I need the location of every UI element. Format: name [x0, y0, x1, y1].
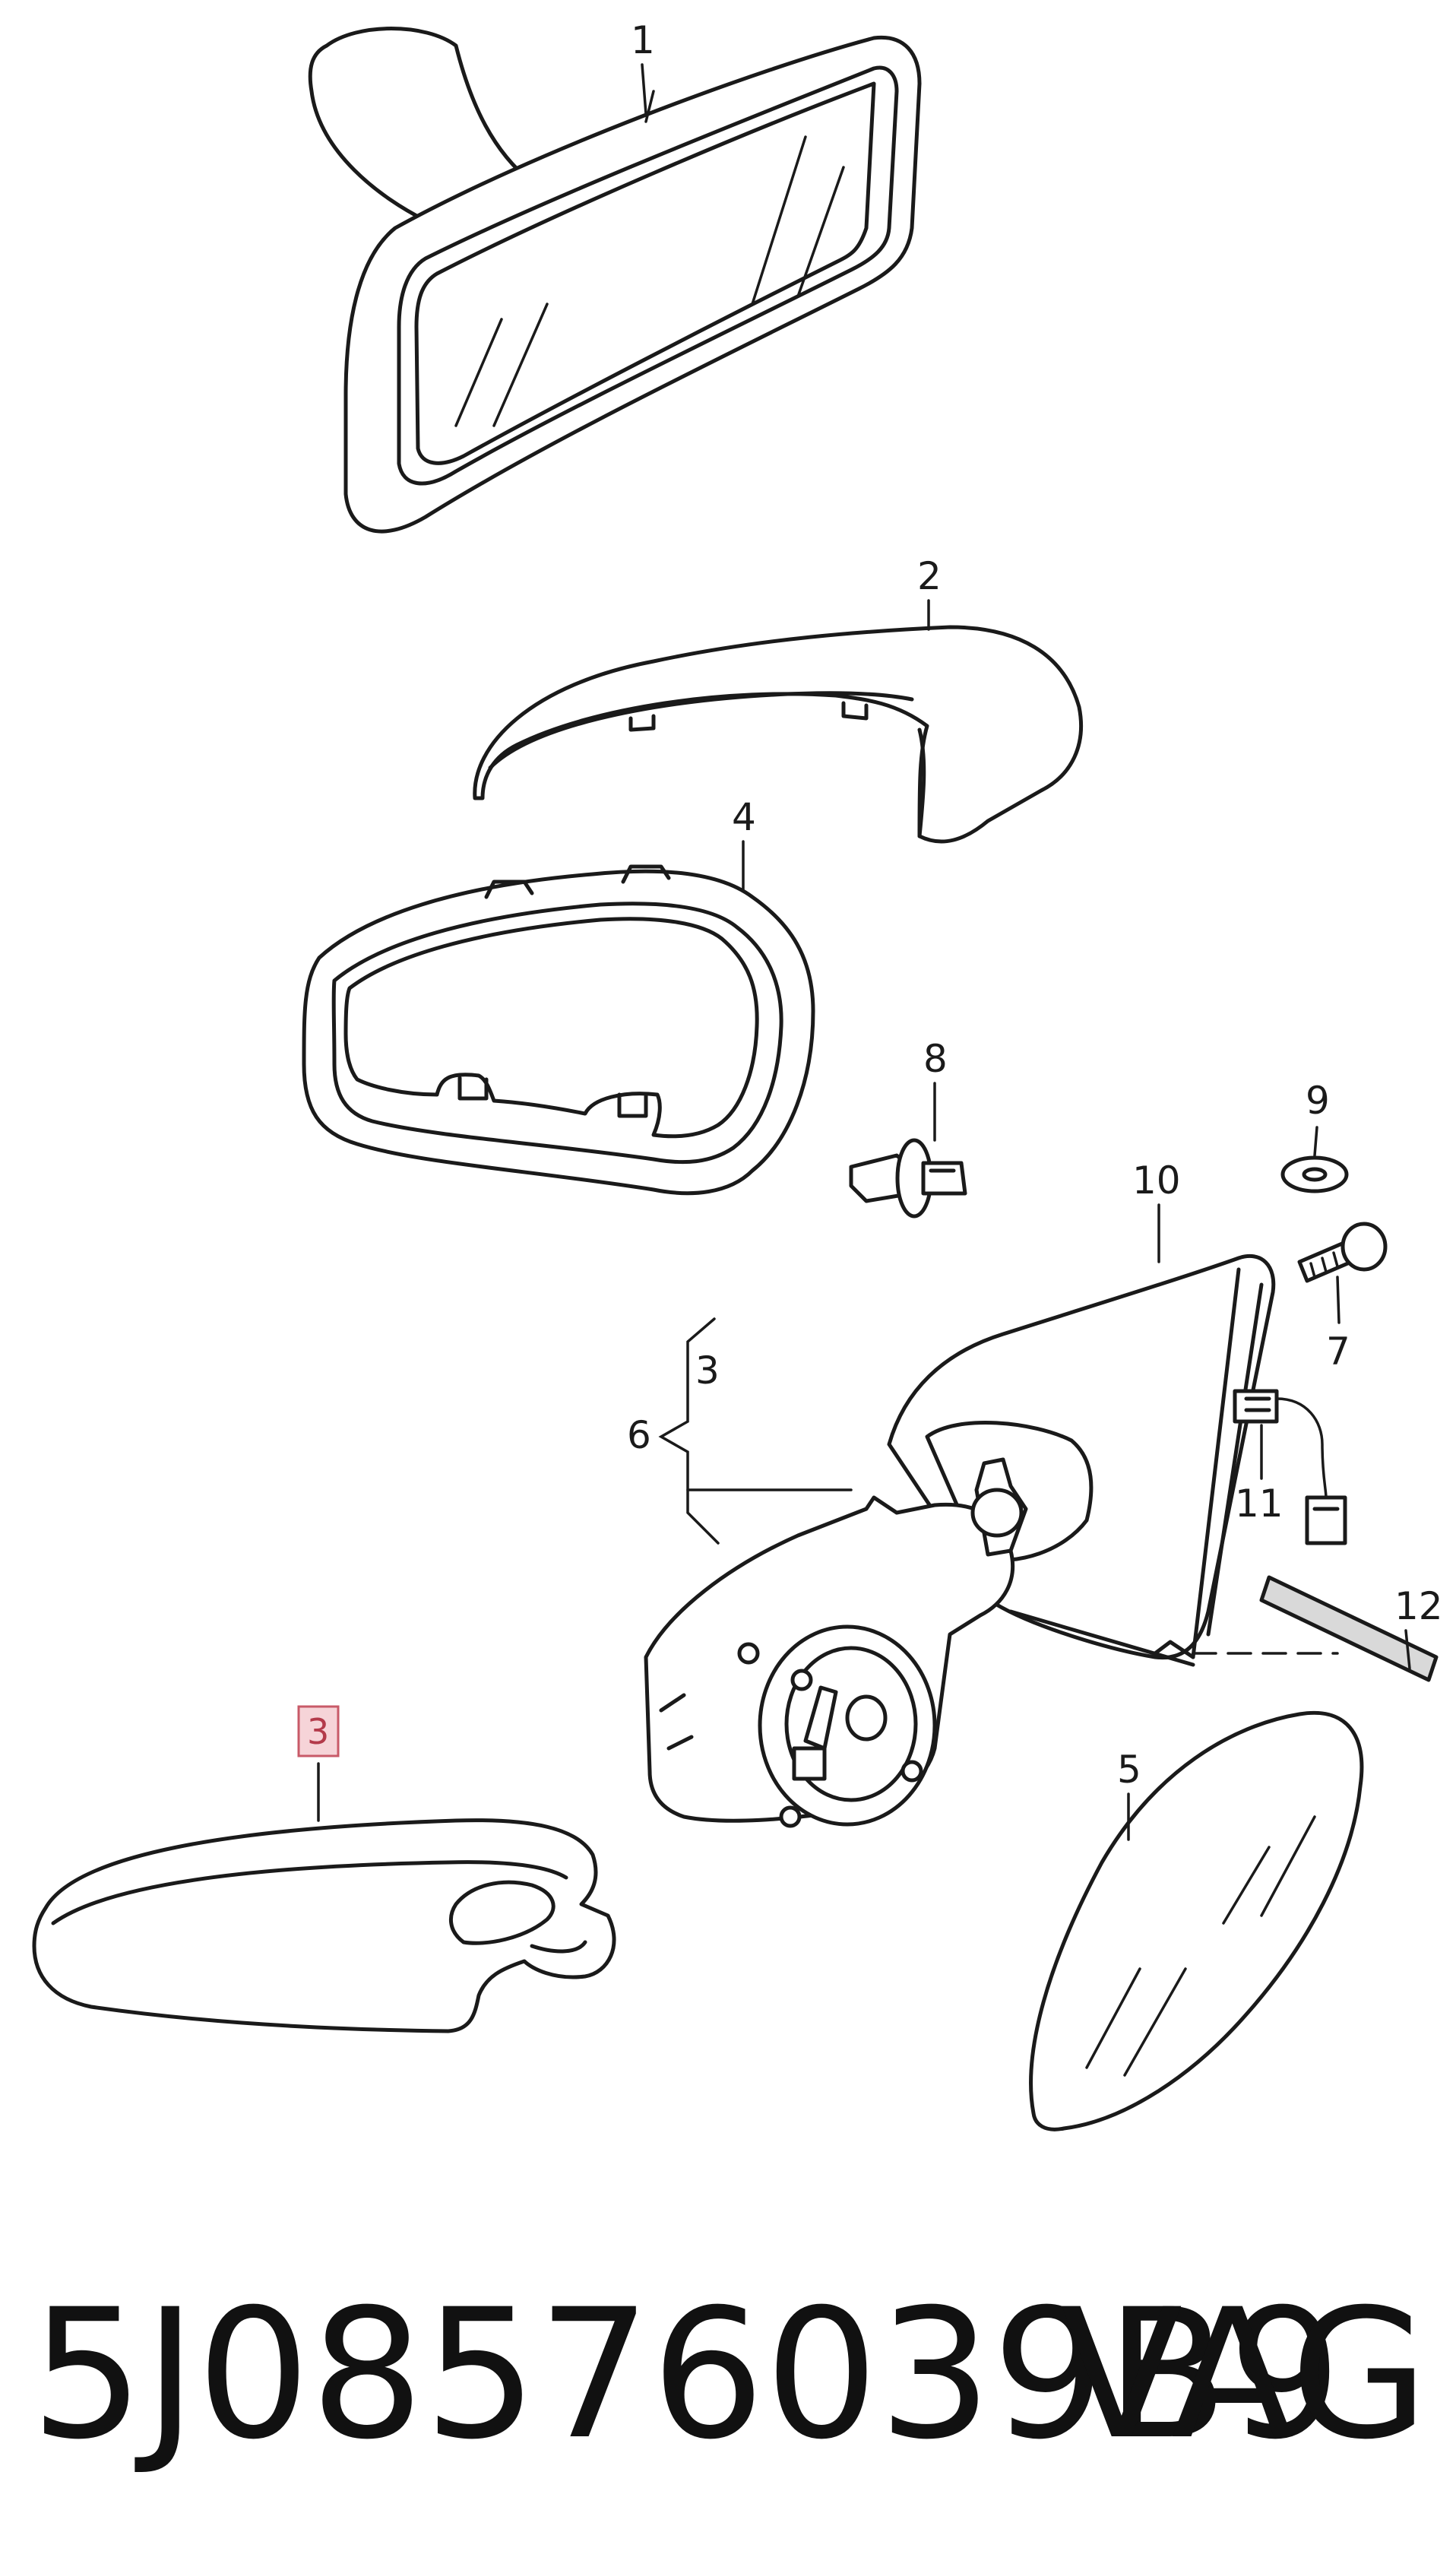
part-number: 5J08576039B9: [30, 2271, 1342, 2479]
part-8-clip: [849, 1138, 967, 1219]
callout-1: 1: [631, 18, 655, 62]
callout-10: 10: [1132, 1158, 1181, 1203]
callout-11: 11: [1235, 1482, 1283, 1526]
leader-1: [641, 63, 647, 116]
callout-9: 9: [1306, 1079, 1330, 1123]
callout-3a: 3: [695, 1349, 720, 1393]
part-2-mirror-cap: [473, 625, 1084, 844]
highlighted-callout-box: [297, 1705, 340, 1757]
part-4-mirror-frame: [302, 864, 815, 1196]
leader-7: [1336, 1276, 1340, 1324]
part-12-adhesive-strip: [1259, 1575, 1439, 1682]
part-5-mirror-glass: [1029, 1710, 1364, 2131]
callout-7: 7: [1326, 1330, 1350, 1374]
part-6-adjuster-unit: [644, 1457, 1028, 1828]
leader-9: [1313, 1126, 1318, 1157]
callout-3b: 3: [307, 1711, 329, 1752]
callout-5: 5: [1117, 1748, 1141, 1792]
part-11-connector: [1233, 1389, 1347, 1545]
footer: 5J08576039B9 VAG: [30, 2261, 1429, 2490]
leader-12: [1404, 1629, 1411, 1670]
callout-6: 6: [627, 1413, 651, 1457]
brand-label: VAG: [1060, 2271, 1429, 2479]
part-9-washer: [1280, 1155, 1349, 1193]
callout-2: 2: [917, 554, 942, 598]
callout-8: 8: [923, 1037, 948, 1081]
callout-4: 4: [732, 795, 756, 839]
part-3-mirror-cover: [32, 1818, 616, 2033]
part-1-rearview-mirror: [308, 27, 922, 534]
part-7-screw: [1297, 1222, 1388, 1283]
callout-12: 12: [1394, 1584, 1443, 1628]
bracket-6: [658, 1317, 720, 1545]
